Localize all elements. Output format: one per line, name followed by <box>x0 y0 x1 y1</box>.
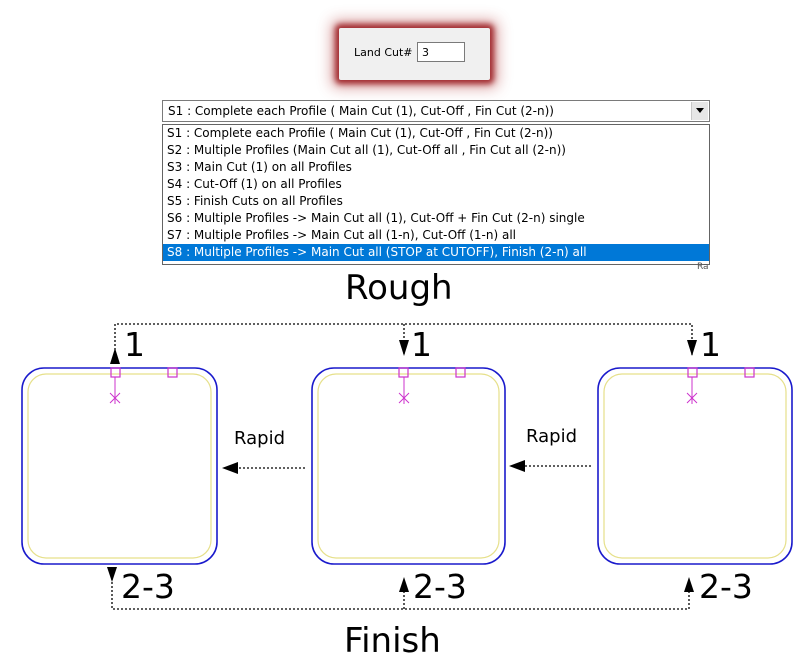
arrow-up-icon <box>684 577 694 592</box>
finish-step-label-1: 2-3 <box>121 567 175 606</box>
strategy-option-s1[interactable]: S1 : Complete each Profile ( Main Cut (1… <box>167 126 553 140</box>
rough-step-label-1: 1 <box>124 325 145 364</box>
arrow-up-icon <box>110 348 120 364</box>
strategy-dropdown-list: S1 : Complete each Profile ( Main Cut (1… <box>162 124 710 265</box>
finish-title: Finish <box>344 621 441 661</box>
strategy-option-s3[interactable]: S3 : Main Cut (1) on all Profiles <box>167 160 352 174</box>
finish-step-label-3: 2-3 <box>699 567 753 606</box>
finish-step-label-2: 2-3 <box>413 567 467 606</box>
rapid-label-2: Rapid <box>526 426 577 447</box>
rapid-label-1: Rapid <box>234 428 285 449</box>
arrow-up-icon <box>399 577 409 592</box>
strategy-selected-value: S1 : Complete each Profile ( Main Cut (1… <box>168 104 554 118</box>
strategy-option-s2[interactable]: S2 : Multiple Profiles (Main Cut all (1)… <box>167 143 566 157</box>
rapid-path <box>238 465 591 469</box>
arrow-down-icon <box>107 567 117 582</box>
profile-shape-1 <box>21 367 218 565</box>
rough-step-label-3: 1 <box>700 325 721 364</box>
land-cut-panel: Land Cut# 3 <box>339 28 490 80</box>
arrow-left-icon <box>222 462 238 474</box>
strategy-option-s4[interactable]: S4 : Cut-Off (1) on all Profiles <box>167 177 342 191</box>
profile-shape-2 <box>311 367 506 565</box>
strategy-combobox[interactable]: S1 : Complete each Profile ( Main Cut (1… <box>162 100 710 122</box>
underlying-text-fragment: Ra <box>697 262 709 272</box>
strategy-option-s5[interactable]: S5 : Finish Cuts on all Profiles <box>167 194 343 208</box>
rough-step-label-2: 1 <box>411 325 432 364</box>
strategy-option-s7[interactable]: S7 : Multiple Profiles -> Main Cut all (… <box>167 228 516 242</box>
strategy-option-s8[interactable]: S8 : Multiple Profiles -> Main Cut all (… <box>163 244 709 261</box>
dropdown-button[interactable] <box>691 102 708 120</box>
rough-title: Rough <box>345 268 453 308</box>
profile-shape-3 <box>597 367 793 565</box>
land-cut-label: Land Cut# <box>354 46 413 59</box>
land-cut-input[interactable]: 3 <box>417 42 465 62</box>
arrow-left-icon <box>509 460 525 472</box>
chevron-down-icon <box>696 108 704 113</box>
strategy-option-s6[interactable]: S6 : Multiple Profiles -> Main Cut all (… <box>167 211 585 225</box>
finish-path <box>111 578 690 610</box>
arrow-down-icon <box>687 340 697 356</box>
arrow-down-icon <box>399 340 409 356</box>
